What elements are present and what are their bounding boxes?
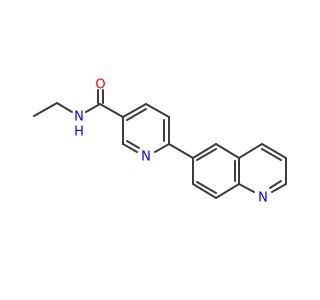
biaryl-bond [168,143,194,159]
quinoline-nitrogen-label: N [258,191,268,206]
quinoline-bond-a4 [215,183,240,199]
quinoline-bond-b2-inner [261,148,282,161]
pyridine-ring [122,103,170,153]
ethyl-group [33,102,73,117]
quinoline-bond-a2 [215,143,240,159]
bond-methylene-n [56,102,73,113]
quinoline-bond-b5 [238,183,255,193]
pyridine-bond-5-inner [126,140,140,149]
quinoline-bond-a1 [192,143,217,159]
amide-oxygen-label: O [95,78,105,93]
quinoline-bond-a1-inner [196,148,217,161]
bond-methyl-methylene [33,102,58,117]
bond-n-carbonyl [85,103,101,113]
quinoline-bond-b4 [271,183,287,193]
molecule-structure: O N H N N [33,78,287,206]
amide-hydrogen-label: H [74,125,84,140]
bond-carbonyl-ring [99,103,124,118]
quinoline-ring-system [192,143,287,199]
quinoline-bond-b4-inner [269,180,282,189]
quinoline-bond-b1 [238,143,263,159]
pyridine-bond-4 [154,143,170,153]
pyridine-bond-2 [145,103,170,118]
quinoline-bond-b2 [261,143,287,159]
pyridine-nitrogen-label: N [141,150,151,165]
quinoline-bond-a5 [192,183,217,199]
pyridine-bond-5 [122,143,138,153]
pyridine-bond-1-inner [126,108,147,121]
amide-nitrogen-label: N [74,110,84,125]
quinoline-bond-a5-inner [196,181,217,194]
amide-group [85,89,124,118]
pyridine-bond-1 [122,103,147,118]
